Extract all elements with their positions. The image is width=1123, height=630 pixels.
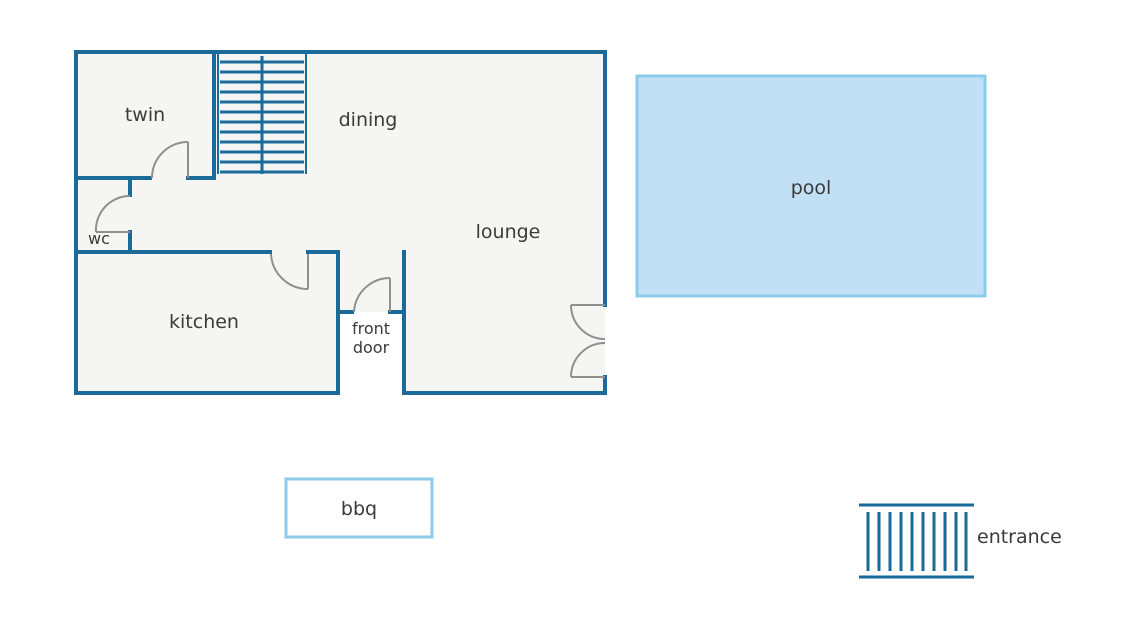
dining-label: dining xyxy=(339,109,398,131)
house-floor xyxy=(76,52,605,393)
entrance-label: entrance xyxy=(977,526,1062,548)
front-door-label-line2: door xyxy=(353,338,390,357)
lounge-label: lounge xyxy=(476,221,541,243)
wc-label: wc xyxy=(88,229,110,248)
kitchen-label: kitchen xyxy=(169,311,239,333)
bbq-label: bbq xyxy=(341,498,377,520)
front-door-label-line1: front xyxy=(352,319,390,338)
twin-label: twin xyxy=(125,104,165,126)
entrance-steps xyxy=(859,503,974,579)
doors xyxy=(94,141,606,378)
walls xyxy=(74,50,607,395)
wc-door-icon xyxy=(94,194,131,233)
patio-door-icon xyxy=(570,304,606,378)
kitchen-door-icon xyxy=(270,253,309,291)
staircase xyxy=(217,52,307,174)
front-door-icon xyxy=(353,276,391,313)
twin-door-icon xyxy=(151,141,189,179)
bbq xyxy=(284,477,434,539)
pool xyxy=(635,74,987,298)
pool-label: pool xyxy=(791,177,832,199)
